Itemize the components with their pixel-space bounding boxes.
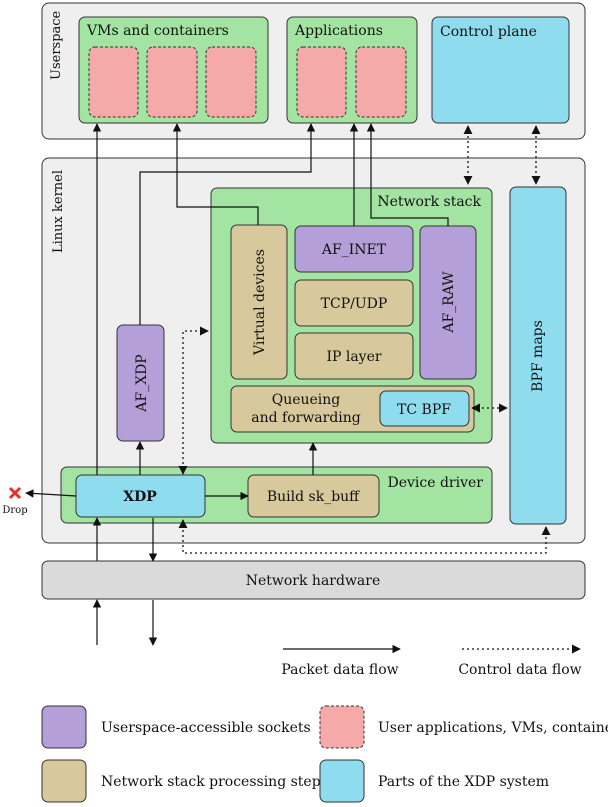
- device-driver-label: Device driver: [388, 475, 484, 491]
- tc-bpf-box: [379, 390, 470, 427]
- af-raw-label: AF_RAW: [441, 271, 457, 334]
- queueing-label-line1: Queueing: [272, 392, 341, 408]
- virtual-devices-label: Virtual devices: [252, 249, 268, 356]
- tcp-udp-box: [294, 279, 414, 327]
- ip-layer-box: [294, 332, 414, 380]
- app-slot-1: [296, 46, 347, 118]
- legend-swatch-user-apps: [319, 705, 365, 749]
- userspace-label: Userspace: [49, 10, 64, 80]
- packet-flow-arrows: [25, 123, 449, 646]
- legend-label-sockets: Userspace-accessible sockets: [101, 720, 311, 736]
- legend-swatch-xdp-parts: [319, 759, 365, 803]
- control-plane-box: [431, 16, 570, 124]
- packet-flow-legend-label: Packet data flow: [281, 662, 398, 678]
- legend-swatch-stack-steps: [41, 759, 87, 803]
- vm-slot-1: [88, 46, 139, 118]
- bpf-maps-label: BPF maps: [530, 320, 546, 392]
- control-plane-label: Control plane: [440, 24, 537, 40]
- ip-layer-label: IP layer: [326, 349, 381, 365]
- applications-label: Applications: [294, 23, 383, 39]
- network-hardware-box: [41, 560, 586, 600]
- app-slot-2: [355, 46, 407, 118]
- virtual-devices-box: [230, 224, 288, 380]
- network-stack-label: Network stack: [377, 194, 481, 210]
- control-flow-arrows: [178, 125, 551, 554]
- vm-slot-3: [205, 46, 257, 118]
- xdp-label: XDP: [123, 489, 157, 505]
- tcp-udp-label: TCP/UDP: [321, 296, 388, 312]
- queueing-label-line2: and forwarding: [251, 410, 361, 426]
- build-skbuff-label: Build sk_buff: [267, 489, 360, 505]
- drop-label: Drop: [2, 505, 27, 516]
- control-flow-legend-label: Control data flow: [458, 662, 581, 678]
- linux-kernel-label: Linux kernel: [51, 170, 66, 253]
- vms-containers-label: VMs and containers: [86, 23, 229, 39]
- legend-label-stack-steps: Network stack processing steps: [101, 774, 328, 790]
- network-hardware-label: Network hardware: [246, 573, 381, 589]
- legend-swatch-sockets: [41, 705, 87, 749]
- legend-label-xdp-parts: Parts of the XDP system: [378, 774, 549, 790]
- af-inet-label: AF_INET: [321, 242, 387, 258]
- legend-label-user-apps: User applications, VMs, containers: [378, 720, 608, 736]
- tc-bpf-label: TC BPF: [397, 402, 451, 418]
- vm-slot-2: [146, 46, 198, 118]
- af-xdp-label: AF_XDP: [134, 354, 150, 412]
- drop-icon: [8, 486, 22, 500]
